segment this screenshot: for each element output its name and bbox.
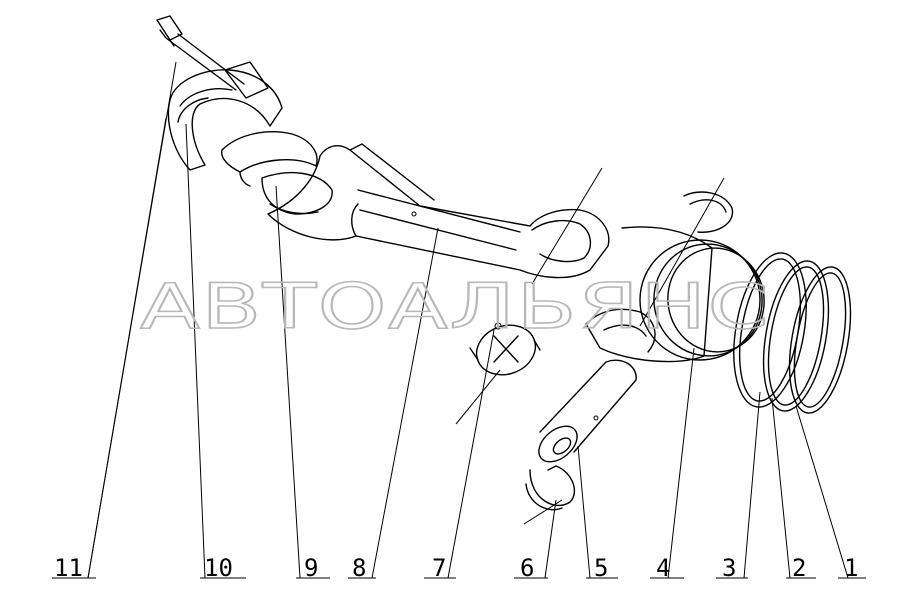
connecting-rod-cap: [167, 61, 283, 171]
callout-6: 6: [520, 554, 534, 582]
piston-ring-second: [762, 260, 830, 412]
connecting-rod-bolt: [156, 15, 245, 91]
piston-pin: [538, 359, 637, 463]
callout-labels: 11 10 9 8 7 6 5 4 3 2 1: [54, 554, 858, 582]
callout-10: 10: [204, 554, 233, 582]
callout-3: 3: [722, 554, 736, 582]
callout-leaders: [87, 61, 849, 579]
callout-2: 2: [792, 554, 806, 582]
callout-9: 9: [304, 554, 318, 582]
bearing-shell-upper: [221, 131, 318, 187]
bearing-shell-lower: [261, 172, 333, 215]
piston-ring-top: [788, 266, 852, 414]
watermark-text: АВТОАЛЬЯНС: [140, 270, 770, 343]
callout-11: 11: [54, 554, 83, 582]
connecting-rod: [267, 143, 610, 279]
circlip-lower: [525, 465, 575, 511]
piston: [585, 226, 765, 363]
callout-7: 7: [432, 554, 446, 582]
callout-1: 1: [844, 554, 858, 582]
circlip-upper: [683, 191, 734, 233]
auxiliary-leaders: [455, 167, 725, 525]
small-end-bushing: [469, 322, 541, 376]
callout-4: 4: [656, 554, 670, 582]
callout-5: 5: [594, 554, 608, 582]
callout-8: 8: [352, 554, 366, 582]
